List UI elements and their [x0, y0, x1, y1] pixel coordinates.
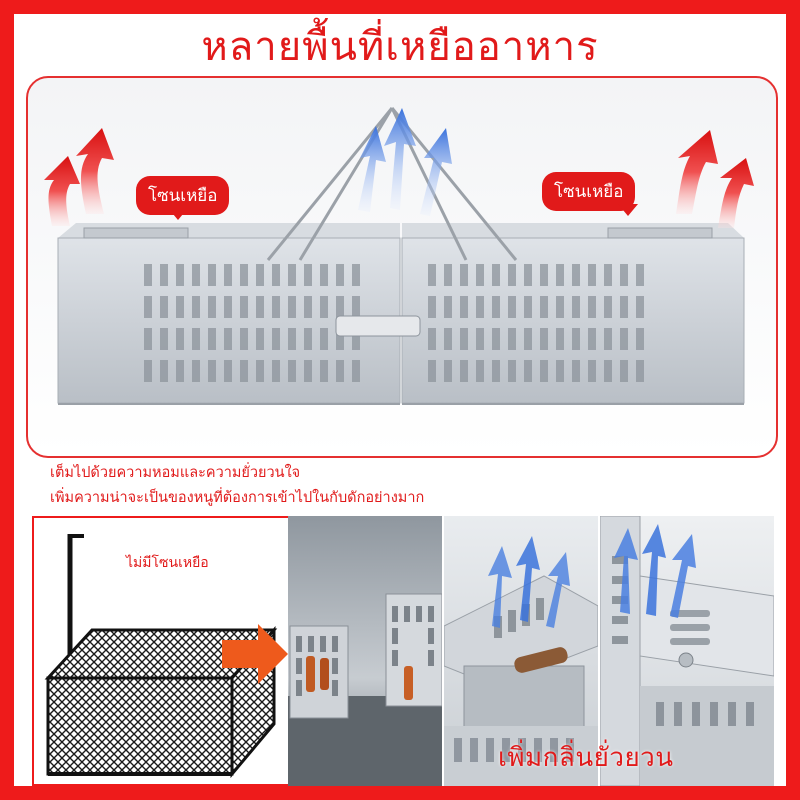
no-bait-zone-label: ไม่มีโซนเหยือ [126, 555, 209, 571]
description-line-1: เต็มไปด้วยความหอมและความยั่วยวนใจ [50, 465, 301, 481]
trap-photo-left [289, 625, 349, 719]
hero-panel: โซนเหยือ โซนเหยือ [26, 76, 778, 458]
add-scent-label: เพิ่มกลิ่นยั่วยวน [498, 743, 674, 773]
red-heat-arrows-right-icon [676, 130, 754, 228]
orange-right-arrow-icon [222, 624, 288, 684]
page-title: หลายพื้นที่เหยืออาหาร [201, 24, 599, 70]
description-line-2: เพิ่มความน่าจะเป็นของหนูที่ต้องการเข้าไป… [50, 490, 425, 506]
traps-on-table-photo [288, 516, 442, 786]
blue-scent-arrows-icon [358, 108, 452, 216]
trap-photo-right [385, 593, 442, 707]
bait-compartment-photo [444, 516, 598, 786]
trap-right-half [401, 223, 745, 405]
blue-scent-arrows-photo3-icon [614, 524, 696, 618]
blue-scent-arrows-photo2-icon [488, 536, 570, 628]
callout-tail-right [618, 204, 638, 216]
latch-clip [335, 315, 421, 337]
black-wire-trap-illustration [44, 534, 278, 779]
double-trap-illustration [44, 107, 754, 405]
callout-tail-left [168, 208, 188, 220]
trap-left-half [57, 223, 401, 405]
red-heat-arrows-left-icon [44, 128, 114, 226]
bait-lid-photo [600, 516, 774, 786]
